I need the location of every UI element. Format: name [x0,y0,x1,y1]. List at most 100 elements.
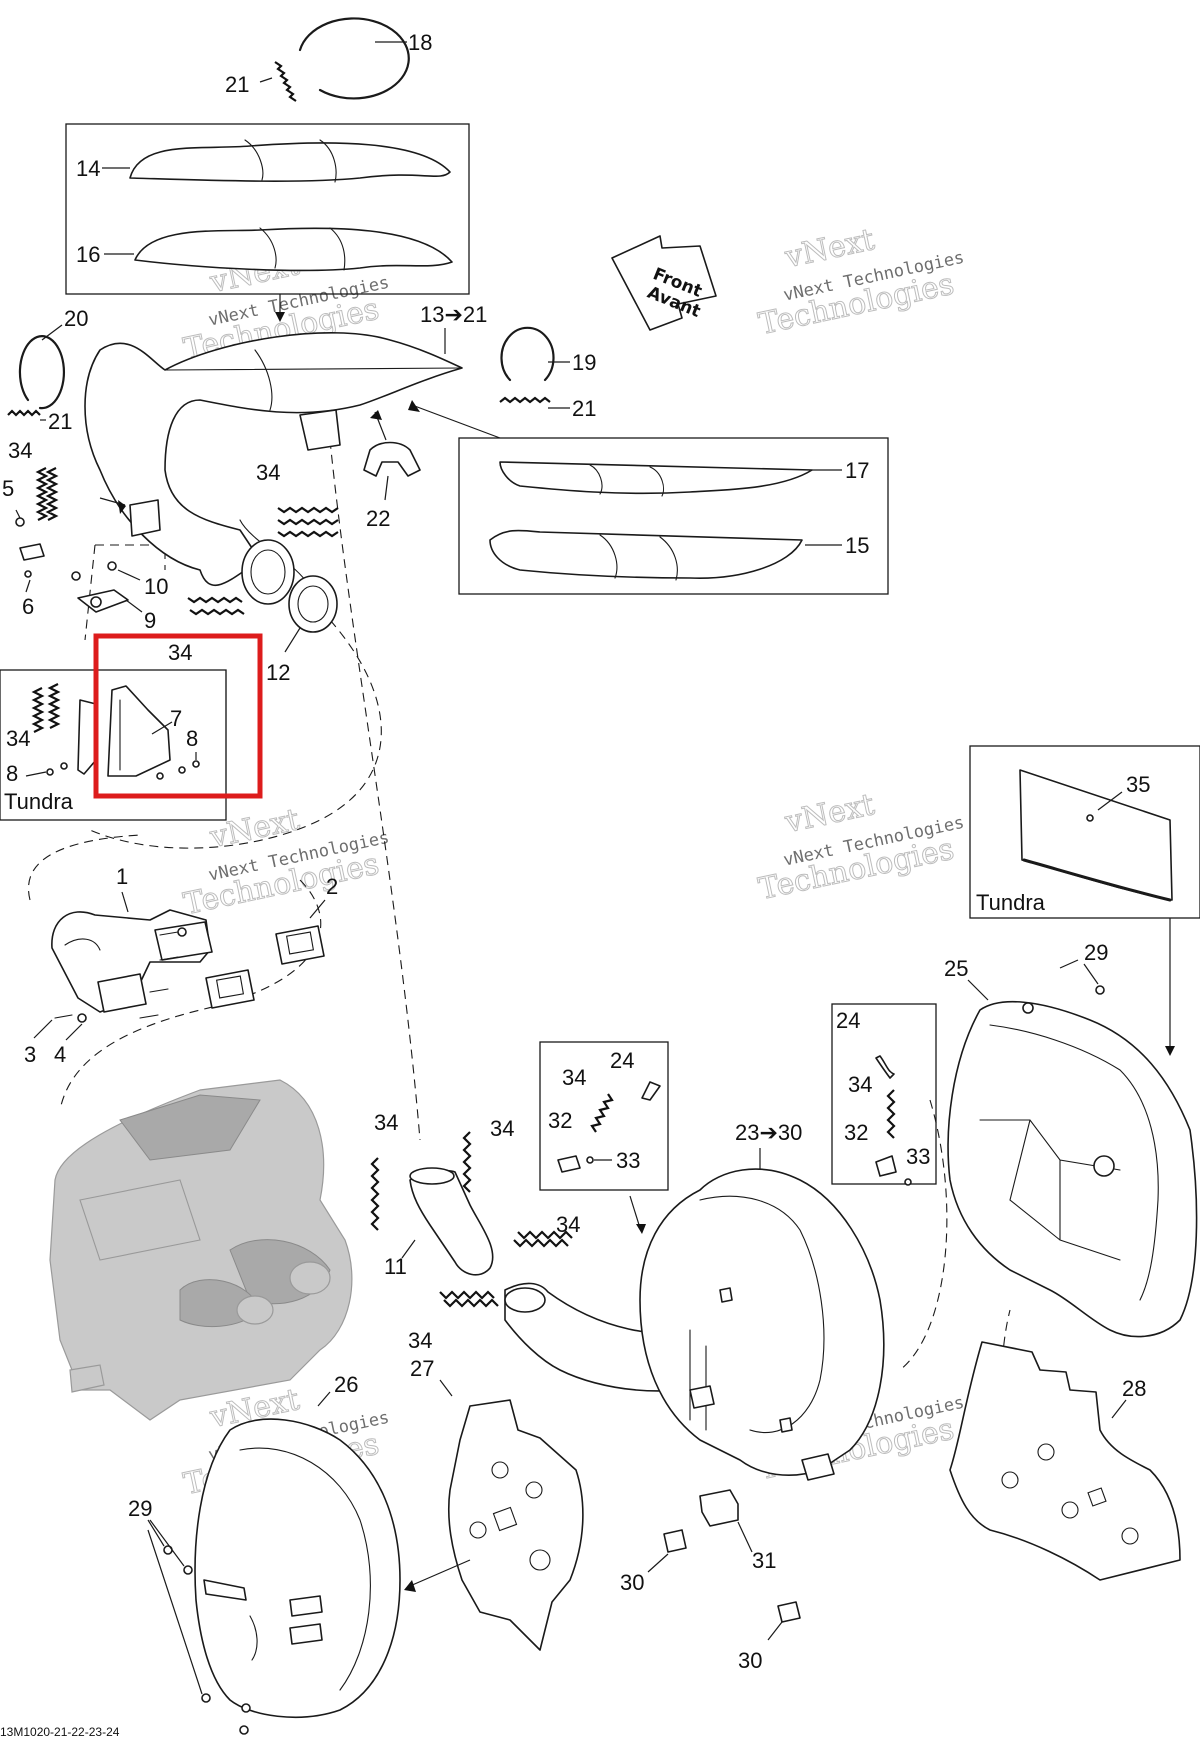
routing-line-pipe-to-manifold [89,619,382,849]
detail-box-right [831,1003,937,1185]
callout-17: 17 [845,458,869,483]
arrowhead [370,410,382,420]
guard-35: 35 [1019,769,1173,902]
heat-shield-17: 17 [499,458,869,497]
spring-21-left: 21 [7,409,72,434]
bracket-22: 22 [363,441,421,531]
callout-34-j: 34 [848,1072,872,1097]
callout-4: 4 [54,1042,66,1067]
heat-shield-lower-box [458,437,889,595]
callout-29-b: 29 [128,1496,152,1521]
watermark-3: vNext vNext Technologies Technologies [180,802,391,923]
engine-illustration [49,1079,353,1421]
arrow-detail-mid [629,1195,641,1229]
detail-mid-parts: 34 24 32 33 [548,1048,661,1173]
damper-31: 31 [699,1489,776,1573]
gasket-2: 2 [205,874,338,1009]
cover-25: 29 25 [944,940,1198,1338]
variant-label-tundra-right: Tundra [976,890,1046,915]
bolts-3-4: 3 4 [24,927,187,1067]
callout-16: 16 [76,242,100,267]
arrowhead [408,400,420,412]
callout-28: 28 [1122,1376,1146,1401]
tundra-guard-box [969,745,1200,919]
arrowhead [1165,1046,1175,1056]
callout-34-f: 34 [490,1116,514,1141]
heat-shield-14: 14 [76,139,451,183]
callout-12: 12 [266,660,290,685]
callout-34-b: 34 [256,460,280,485]
callout-18: 18 [408,30,432,55]
svg-text:vNext: vNext [781,222,877,275]
callout-34-d: 34 [6,726,30,751]
callout-35: 35 [1126,772,1150,797]
callout-34-a: 34 [8,438,32,463]
callout-33-b: 33 [906,1144,930,1169]
detail-right-parts: 24 34 32 33 [836,1008,930,1186]
callout-5: 5 [2,476,14,501]
muffler-13: 13➔21 [84,302,487,605]
spring-34-upper-left: 34 [8,438,59,521]
heat-shield-upper-box [65,123,470,295]
callout-9: 9 [144,608,156,633]
spring-34-upper-mid: 34 [256,460,339,538]
ring-19: 19 [500,326,596,382]
svg-text:vNext: vNext [781,787,877,840]
routing-line-manifold-outline [28,834,322,1111]
callout-26: 26 [334,1372,358,1397]
callout-34-g: 34 [556,1212,580,1237]
arrow-shield-27 [409,1559,471,1587]
callout-33-a: 33 [616,1148,640,1173]
arrow-box-17-15 [411,404,501,439]
fastener-5: 5 [2,476,25,527]
callout-24-b: 24 [836,1008,860,1033]
callout-6: 6 [22,594,34,619]
ring-20: 20 [18,306,88,410]
callout-24-a: 24 [610,1048,634,1073]
callout-19: 19 [572,350,596,375]
bracket-9: 9 [77,589,156,633]
callout-7: 7 [170,706,182,731]
highlight-box [93,633,263,799]
callout-23: 23➔30 [735,1120,802,1145]
spring-21-right: 21 [499,396,596,421]
callout-31: 31 [752,1548,776,1573]
callout-13: 13➔21 [420,302,487,327]
callout-3: 3 [24,1042,36,1067]
grommets-30: 30 30 [620,1529,801,1673]
callout-15: 15 [845,533,869,558]
ring-18: 18 [298,17,432,100]
watermark-2: vNext vNext Technologies Technologies [755,222,966,343]
arrowhead [636,1224,646,1234]
callout-34-e: 34 [374,1110,398,1135]
rivet-10: 10 [71,561,168,599]
callout-20: 20 [64,306,88,331]
callout-21-right: 21 [572,396,596,421]
manifold-1: 1 [51,864,213,1013]
routing-line-muffler-to-pipe [329,439,421,1141]
heat-shield-16: 16 [76,227,453,272]
shield-27: 27 [410,1356,584,1651]
routing-line-bracket [84,544,166,641]
bracket-7: 7 8 [107,669,227,791]
routing-line-heat-shield [899,1099,948,1371]
callout-32-b: 32 [844,1120,868,1145]
callout-30-a: 30 [620,1570,644,1595]
callout-27: 27 [410,1356,434,1381]
gasket-12: 12 [266,575,338,685]
callout-14: 14 [76,156,100,181]
callout-1: 1 [116,864,128,889]
arrowhead [404,1580,416,1592]
resonator-23: 23➔30 [639,1120,885,1481]
heat-shield-15: 15 [489,529,869,581]
spring-34-lower-mid: 34 [168,596,245,665]
cover-26: 26 [194,1372,401,1719]
callout-2: 2 [326,874,338,899]
diagram-reference-code: 13M1020-21-22-23-24 [0,1725,120,1739]
callout-8-b: 8 [186,726,198,751]
bracket-tundra-left: 8 [6,699,97,786]
front-direction-arrow: Front Avant [611,235,717,331]
callout-8-a: 8 [6,761,18,786]
arrowhead [275,312,285,322]
arrowhead [118,500,126,514]
